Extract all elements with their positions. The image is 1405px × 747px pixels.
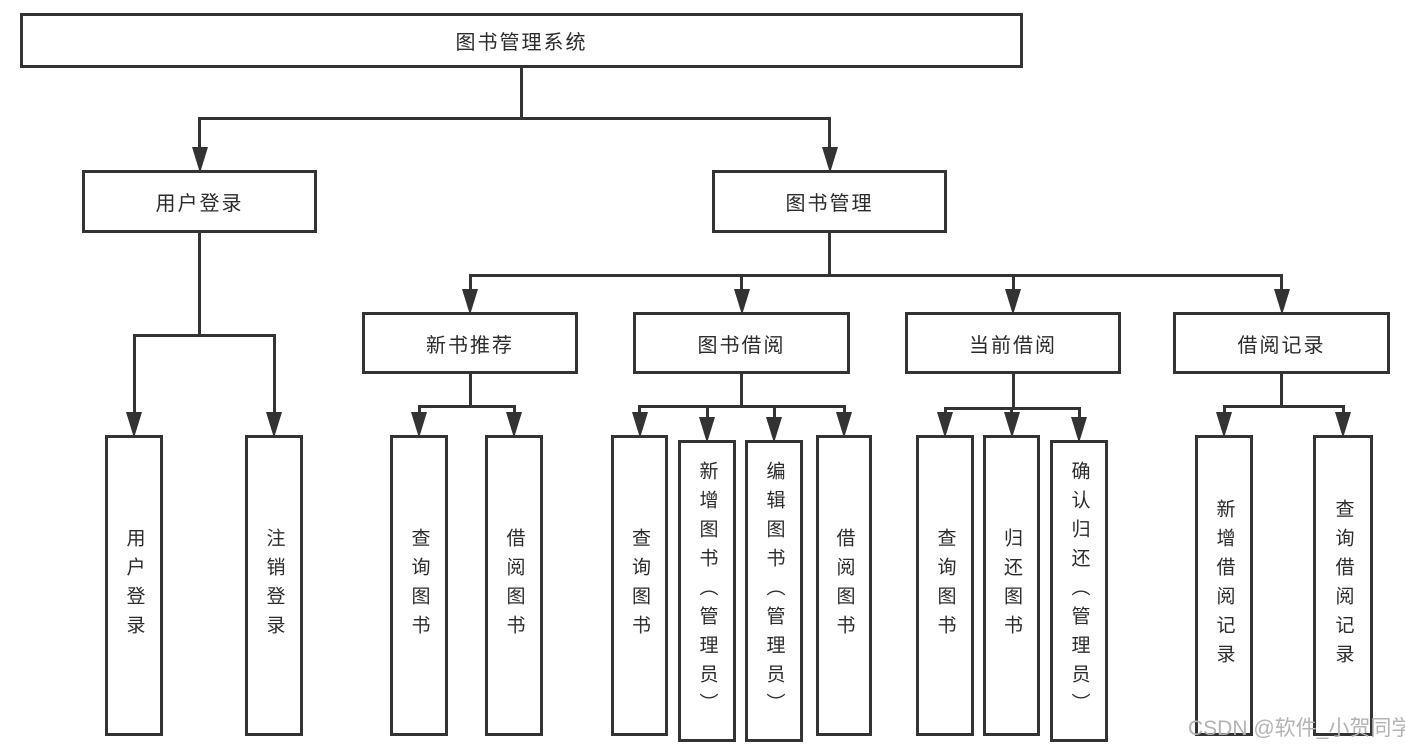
connector-bus-user-login [132,333,276,337]
node-label-new-book-recommendation: 新书推荐 [426,334,514,357]
node-book-borrowing: 图书借阅 [633,312,850,374]
connector-drop-library-management-system [520,68,523,118]
node-user-login: 用户登录 [82,170,317,233]
node-edit-books-admin: 编辑图书（管理员） [745,440,803,742]
connector-bus-book-borrowing [638,404,846,408]
connector-shaft-user-login [198,118,201,149]
node-label-book-borrowing: 图书借阅 [697,334,786,357]
connector-shaft-new-book-recommendation [468,275,472,291]
node-query-books-recommend: 查询图书 [390,435,448,736]
node-query-books-current: 查询图书 [916,435,974,736]
arrowhead-icon-borrow-books-op [836,412,852,438]
arrowhead-icon-query-books-recommend [411,412,427,438]
node-label-query-books-borrow: 查询图书 [629,527,650,644]
arrowhead-icon-user-login [191,147,208,173]
connector-shaft-book-borrowing [740,275,743,291]
arrowhead-icon-borrowing-records [1273,289,1290,315]
connector-drop-user-login [198,233,201,335]
node-label-add-borrow-record: 新增借阅记录 [1213,498,1235,673]
connector-shaft-query-books-borrow [638,406,641,414]
node-label-user-login: 用户登录 [155,193,244,215]
connector-shaft-borrow-books-recommend [512,406,516,414]
node-current-borrowing: 当前借阅 [905,312,1121,374]
arrowhead-icon-query-books-current [937,412,953,438]
connector-shaft-user-login-op [132,335,136,414]
node-library-management-system: 图书管理系统 [20,13,1023,68]
connector-shaft-logout-op [272,335,276,414]
arrowhead-icon-query-borrow-record [1335,412,1351,438]
arrowhead-icon-logout-op [266,412,282,438]
connector-drop-current-borrowing [1011,374,1015,408]
node-label-query-books-current: 查询图书 [934,527,956,644]
node-borrow-books-recommend: 借阅图书 [485,435,543,736]
arrowhead-icon-add-borrow-record [1216,412,1232,438]
node-label-edit-books-admin: 编辑图书（管理员） [763,460,785,722]
node-label-book-management: 图书管理 [785,193,874,215]
node-query-borrow-record: 查询借阅记录 [1313,435,1373,736]
node-confirm-return-admin: 确认归还（管理员） [1050,440,1108,742]
node-label-query-borrow-record: 查询借阅记录 [1332,498,1354,673]
arrowhead-icon-new-book-recommendation [462,289,478,315]
arrowhead-icon-book-management [821,147,838,173]
node-label-query-books-recommend: 查询图书 [408,527,430,644]
connector-shaft-query-borrow-record [1341,406,1345,414]
connector-bus-book-management [468,273,1283,277]
connector-shaft-borrow-books-op [842,406,846,414]
connector-shaft-current-borrowing [1011,275,1015,291]
node-book-management: 图书管理 [712,170,947,233]
connector-shaft-edit-books-admin [772,406,776,419]
connector-shaft-add-books-admin [705,406,709,419]
node-query-books-borrow: 查询图书 [611,435,668,736]
node-label-library-management-system: 图书管理系统 [455,32,588,54]
connector-shaft-add-borrow-record [1222,406,1226,414]
connector-drop-borrowing-records [1280,374,1283,406]
arrowhead-icon-confirm-return-admin [1071,417,1087,443]
connector-shaft-borrowing-records [1280,275,1283,291]
node-label-borrowing-records: 借阅记录 [1237,334,1326,357]
connector-shaft-query-books-recommend [417,406,421,414]
connector-bus-new-book-recommendation [417,404,516,408]
connector-bus-library-management-system [198,116,831,120]
connector-drop-new-book-recommendation [468,374,472,406]
node-label-user-login-op: 用户登录 [123,527,145,644]
node-logout-op: 注销登录 [245,435,303,736]
connector-shaft-return-books [1010,408,1013,414]
node-label-borrow-books-recommend: 借阅图书 [503,527,525,644]
arrowhead-icon-add-books-admin [699,417,715,443]
connector-shaft-query-books-current [943,408,947,414]
connector-shaft-confirm-return-admin [1077,408,1081,419]
node-label-borrow-books-op: 借阅图书 [833,527,855,644]
node-add-borrow-record: 新增借阅记录 [1195,435,1253,736]
node-label-confirm-return-admin: 确认归还（管理员） [1068,460,1090,722]
arrowhead-icon-book-borrowing [733,289,750,315]
connector-bus-borrowing-records [1222,404,1345,408]
node-label-return-books: 归还图书 [1001,527,1022,644]
arrowhead-icon-edit-books-admin [766,417,782,443]
node-add-books-admin: 新增图书（管理员） [678,440,736,742]
node-label-current-borrowing: 当前借阅 [969,334,1057,357]
node-label-logout-op: 注销登录 [263,527,285,644]
node-label-add-books-admin: 新增图书（管理员） [696,460,718,722]
arrowhead-icon-user-login-op [126,412,142,438]
arrowhead-icon-return-books [1003,412,1020,438]
arrowhead-icon-query-books-borrow [631,412,648,438]
node-return-books: 归还图书 [983,435,1040,736]
connector-drop-book-borrowing [740,374,743,406]
node-new-book-recommendation: 新书推荐 [362,312,578,374]
node-borrowing-records: 借阅记录 [1173,312,1390,374]
node-user-login-op: 用户登录 [105,435,163,736]
csdn-watermark: CSDN @软件_小贺同学 [1188,717,1405,740]
connector-shaft-book-management [828,118,831,149]
node-borrow-books-op: 借阅图书 [816,435,872,736]
connector-drop-book-management [828,233,831,275]
arrowhead-icon-current-borrowing [1005,289,1021,315]
arrowhead-icon-borrow-books-recommend [506,412,522,438]
